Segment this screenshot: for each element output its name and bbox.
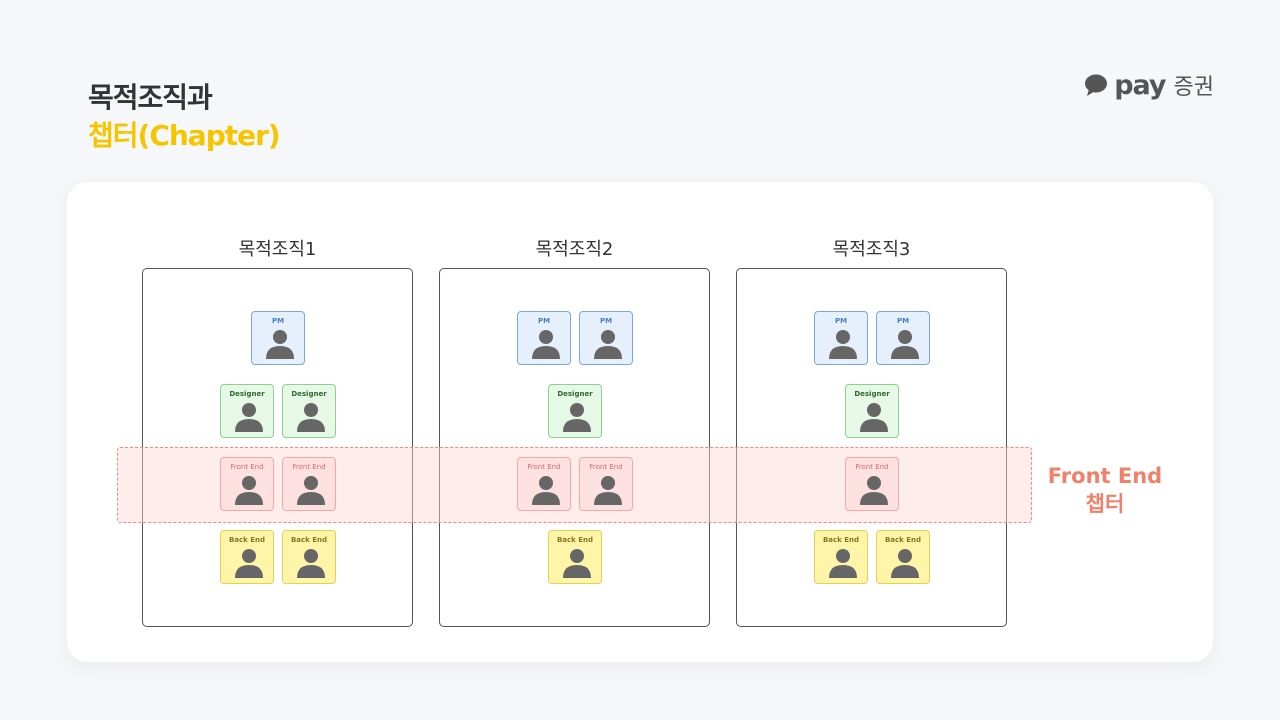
org-label-1: 목적조직1 <box>238 239 317 260</box>
role-label: PM <box>537 317 551 325</box>
person-icon <box>235 403 263 432</box>
person-icon <box>563 403 591 432</box>
person-icon <box>532 330 560 359</box>
role-label: Front End <box>292 463 326 471</box>
member-card-pm: PM <box>517 311 571 365</box>
member-card-backend: Back End <box>876 530 930 584</box>
page-title: 목적조직과 <box>88 81 213 114</box>
member-card-frontend: Front End <box>845 457 899 511</box>
role-label: Designer <box>291 390 327 398</box>
member-card-backend: Back End <box>548 530 602 584</box>
member-card-frontend: Front End <box>282 457 336 511</box>
member-card-designer: Designer <box>548 384 602 438</box>
member-card-frontend: Front End <box>579 457 633 511</box>
role-label: Back End <box>822 536 860 544</box>
speech-bubble-icon <box>1084 73 1108 97</box>
member-card-frontend: Front End <box>517 457 571 511</box>
member-card-frontend: Front End <box>220 457 274 511</box>
person-icon <box>235 549 263 578</box>
person-icon <box>891 330 919 359</box>
person-icon <box>594 330 622 359</box>
person-icon <box>297 549 325 578</box>
person-icon <box>532 476 560 505</box>
person-icon <box>297 476 325 505</box>
member-card-backend: Back End <box>282 530 336 584</box>
person-icon <box>563 549 591 578</box>
member-card-pm: PM <box>251 311 305 365</box>
page-subtitle: 챕터(Chapter) <box>88 119 281 152</box>
org-label-3: 목적조직3 <box>832 239 911 260</box>
member-card-pm: PM <box>579 311 633 365</box>
member-card-designer: Designer <box>845 384 899 438</box>
role-label: Front End <box>855 463 889 471</box>
brand-logo: pay 증권 <box>1084 69 1214 101</box>
person-icon <box>891 549 919 578</box>
member-card-backend: Back End <box>814 530 868 584</box>
person-icon <box>235 476 263 505</box>
brand-sub: 증권 <box>1173 75 1214 100</box>
member-card-pm: PM <box>814 311 868 365</box>
role-label: Back End <box>884 536 922 544</box>
role-label: Designer <box>557 390 593 398</box>
person-icon <box>297 403 325 432</box>
role-label: Back End <box>228 536 266 544</box>
role-label: PM <box>599 317 613 325</box>
role-label: Front End <box>589 463 623 471</box>
chapter-label: Front End 챕터 <box>1040 462 1170 518</box>
role-label: Designer <box>854 390 890 398</box>
member-card-pm: PM <box>876 311 930 365</box>
role-label: PM <box>834 317 848 325</box>
member-card-backend: Back End <box>220 530 274 584</box>
brand-word: pay <box>1114 69 1166 101</box>
role-label: PM <box>271 317 285 325</box>
role-label: Front End <box>527 463 561 471</box>
role-label: Designer <box>229 390 265 398</box>
role-label: Front End <box>230 463 264 471</box>
member-card-designer: Designer <box>282 384 336 438</box>
role-label: Back End <box>290 536 328 544</box>
chapter-label-line1: Front End <box>1047 464 1163 488</box>
chapter-label-line2: 챕터 <box>1085 492 1125 516</box>
person-icon <box>860 476 888 505</box>
org-label-2: 목적조직2 <box>535 239 614 260</box>
role-label: Back End <box>556 536 594 544</box>
role-label: PM <box>896 317 910 325</box>
person-icon <box>266 330 294 359</box>
person-icon <box>829 549 857 578</box>
person-icon <box>594 476 622 505</box>
person-icon <box>860 403 888 432</box>
member-card-designer: Designer <box>220 384 274 438</box>
person-icon <box>829 330 857 359</box>
